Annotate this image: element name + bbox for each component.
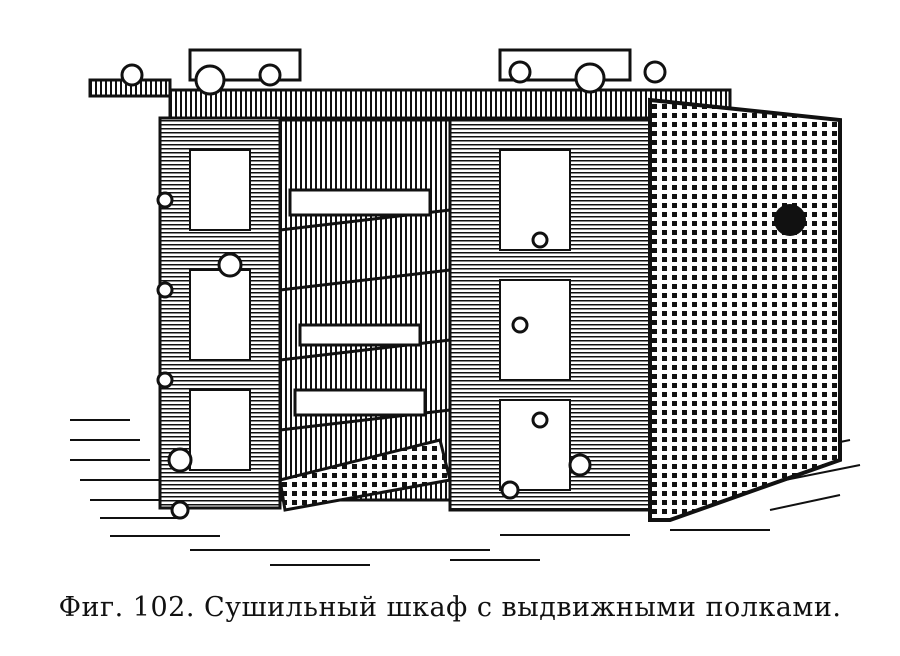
top-drive-right [498, 48, 667, 94]
lever-handles [156, 191, 592, 520]
engraving-drawing [70, 48, 861, 566]
grated-side-panel [648, 97, 842, 522]
figure-caption: Фиг. 102. Сушильный шкаф с выдвижными по… [58, 592, 842, 623]
top-beam [168, 88, 732, 120]
illustration-drying-cabinet [70, 40, 870, 570]
open-shelves [278, 118, 452, 502]
top-drive-left [88, 48, 302, 98]
